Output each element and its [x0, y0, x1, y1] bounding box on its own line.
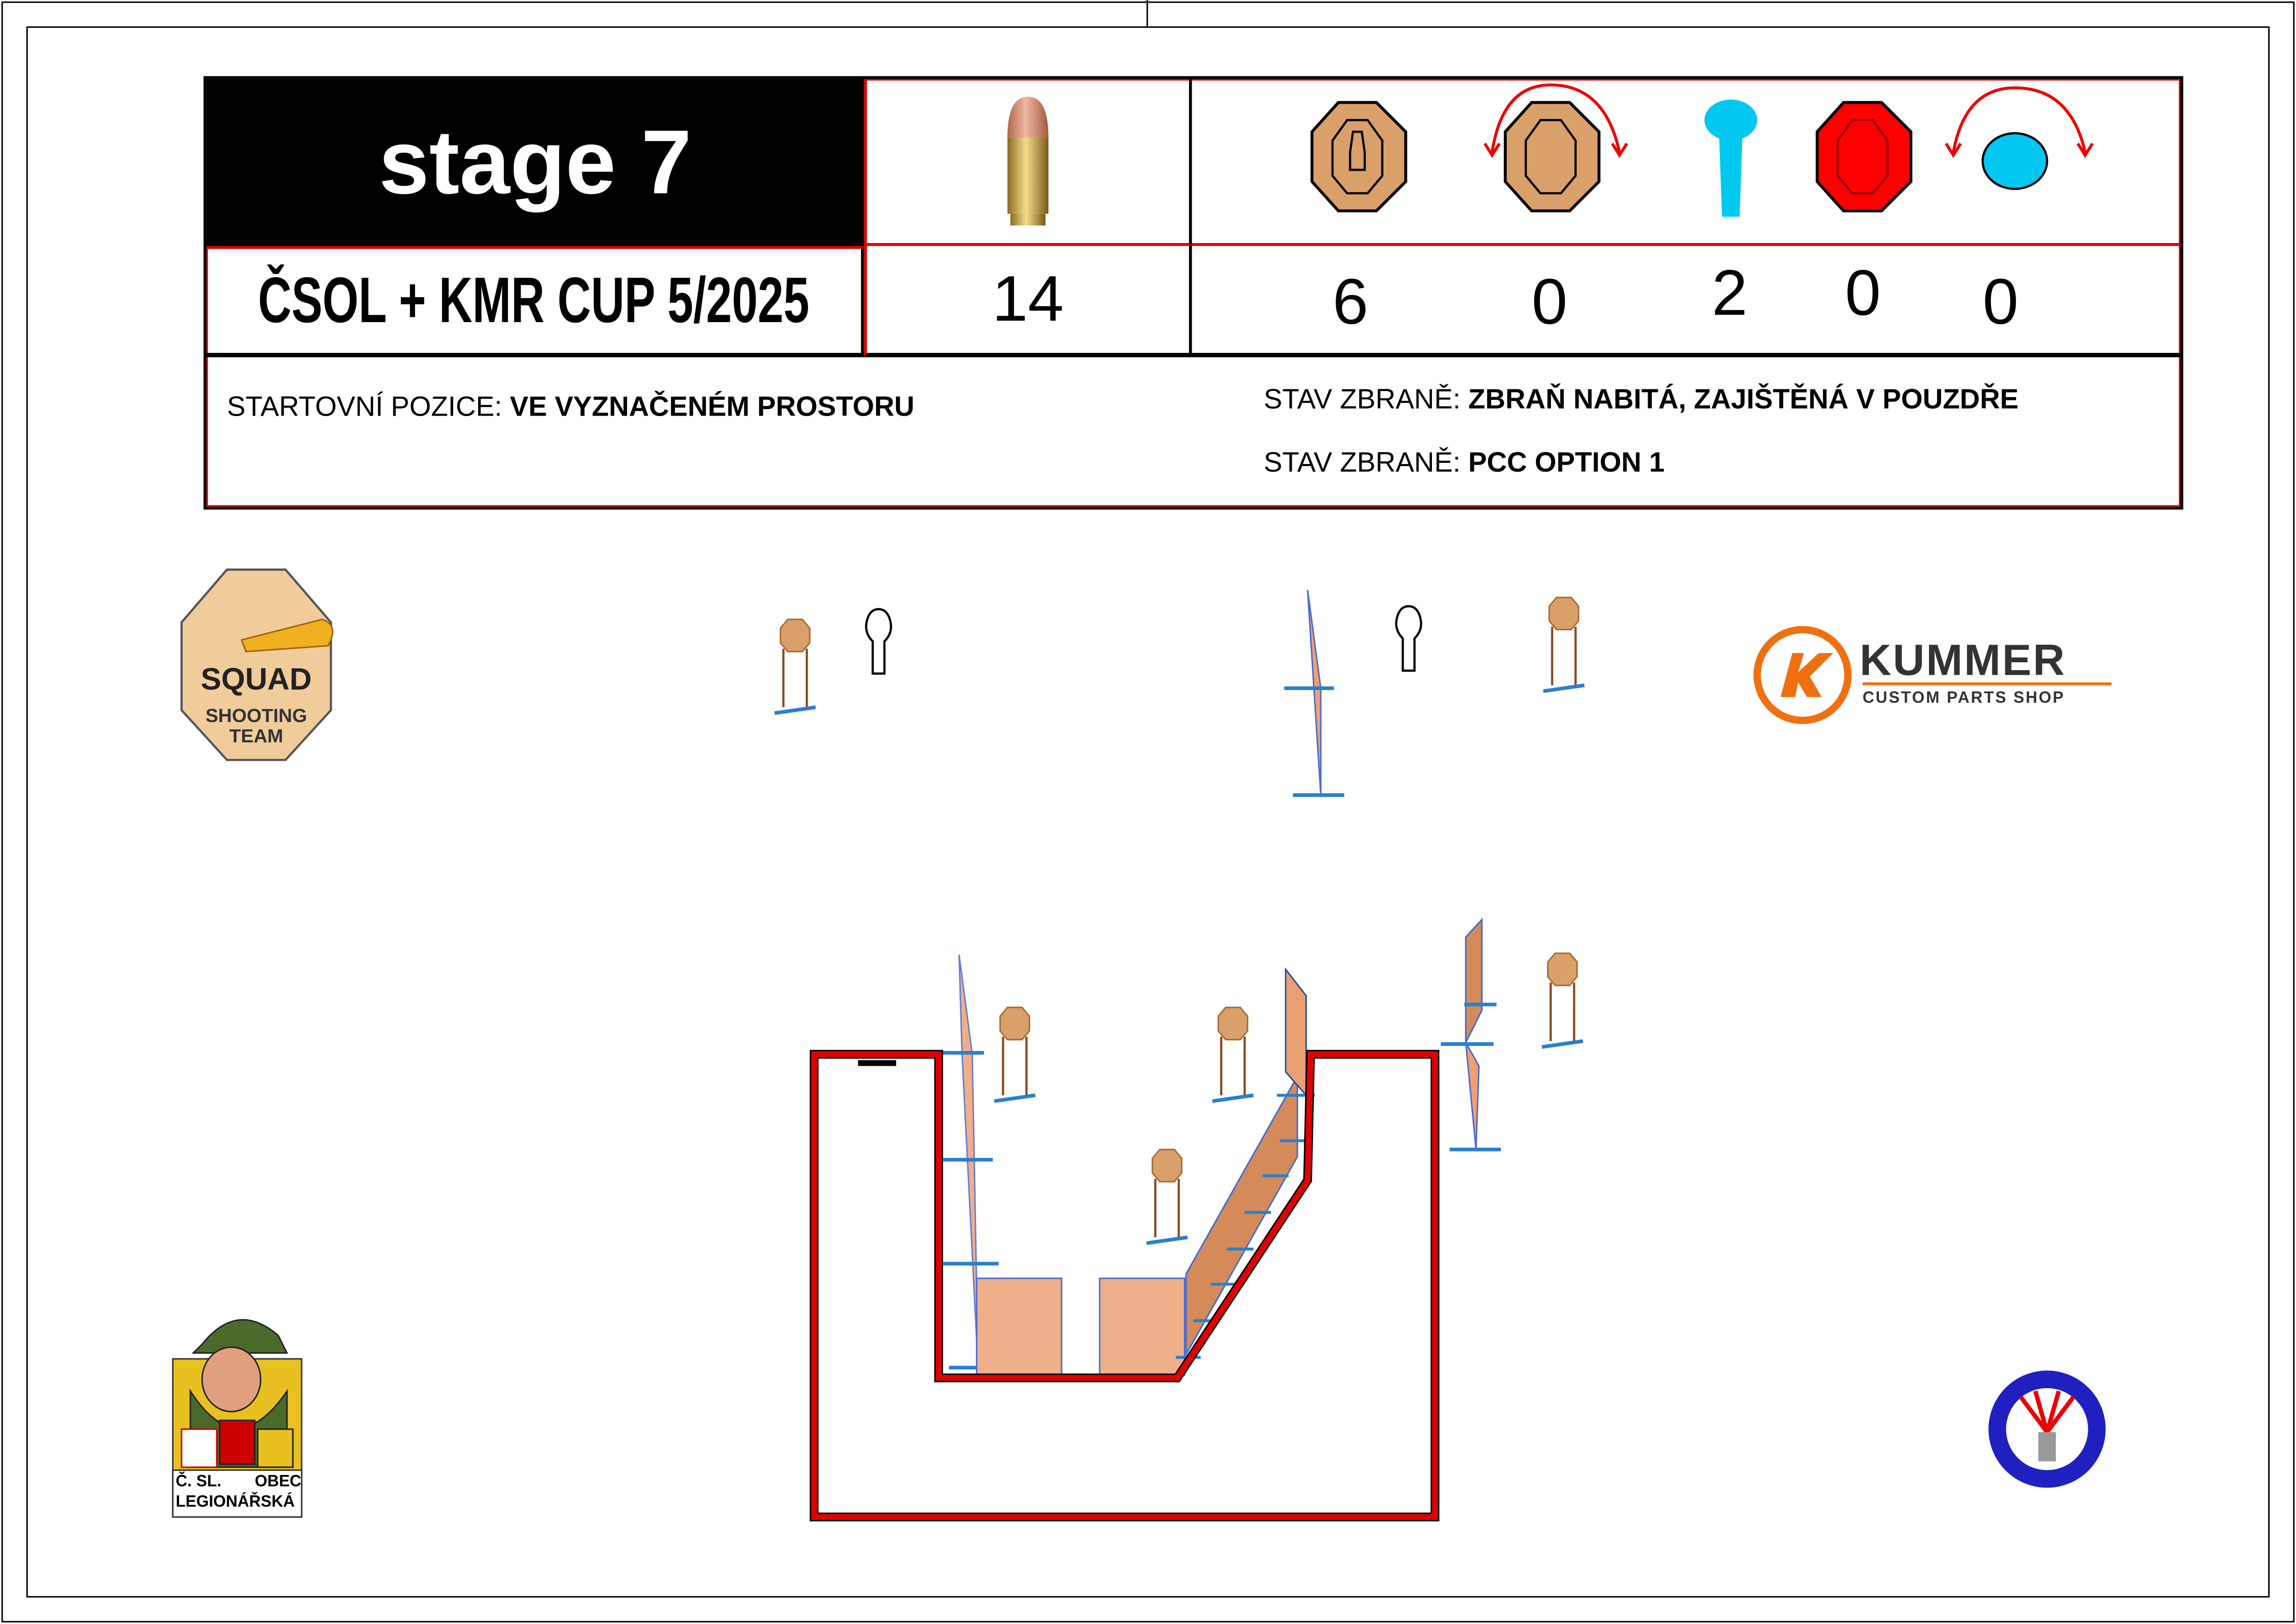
- kummer-divider: [1862, 682, 2112, 685]
- csol-line1: Č. SL.: [175, 1473, 222, 1491]
- count-popper: 2: [1711, 257, 1748, 330]
- moving-plate-icon: [1945, 86, 2094, 190]
- target-counts: 6 0 2 0 0: [1192, 246, 2181, 357]
- round-count: 14: [864, 246, 1192, 357]
- paper-target-T2: [1543, 597, 1585, 691]
- weapon-state-pcc-value: PCC OPTION 1: [1468, 448, 1665, 479]
- squad-logo-line3: TEAM: [229, 725, 283, 747]
- count-no-shoot: 0: [1845, 257, 1881, 330]
- start-position-label: STARTOVNÍ POZICE:: [227, 392, 502, 423]
- stage-title: stage 7: [206, 79, 864, 246]
- target-types-cell: [1192, 79, 2181, 246]
- squad-logo: SQUAD SHOOTING TEAM: [176, 566, 337, 764]
- popper-icon: [1704, 100, 1757, 217]
- weapon-state-pcc: STAV ZBRANĚ: PCC OPTION 1: [1263, 448, 1664, 480]
- competition-name-text: ČSOL + KMR CUP 5/2025: [258, 264, 809, 336]
- kummer-tagline: CUSTOM PARTS SHOP: [1862, 690, 2065, 708]
- weapon-state-label: STAV ZBRANĚ:: [1263, 385, 1461, 416]
- paper-target-T5: [1146, 1150, 1188, 1243]
- squad-logo-line2: SHOOTING: [205, 704, 307, 727]
- shooting-area-boundary: [809, 1050, 1440, 1522]
- stage-header-table: stage 7: [203, 76, 2184, 510]
- count-moving-plate: 0: [1982, 266, 2019, 338]
- ammo-cell: [864, 79, 1192, 246]
- club-seal-logo: [1988, 1370, 2106, 1488]
- competition-name: ČSOL + KMR CUP 5/2025: [206, 246, 864, 357]
- squad-logo-title: SQUAD: [200, 663, 312, 697]
- paper-target-T4: [1213, 1008, 1254, 1101]
- count-moving-paper: 0: [1531, 266, 1568, 338]
- weapon-state: STAV ZBRANĚ: ZBRAŇ NABITÁ, ZAJIŠTĚNÁ V P…: [1263, 385, 2018, 417]
- paper-target-icon: [1310, 101, 1407, 212]
- weapon-state-pcc-label: STAV ZBRANĚ:: [1263, 448, 1461, 479]
- kummer-logo: KUMMER CUSTOM PARTS SHOP: [1751, 622, 2117, 728]
- legionnaire-emblem: [172, 1319, 303, 1518]
- start-position-value: VE VYZNAČENÉM PROSTORU: [510, 392, 915, 423]
- kummer-k-icon: [1753, 626, 1852, 724]
- csol-logo: Č. SL. OBEC LEGIONÁŘSKÁ: [170, 1303, 305, 1520]
- barrel-boxes: [976, 1277, 1186, 1376]
- csol-line2: OBEC: [255, 1473, 302, 1491]
- kummer-name: KUMMER: [1860, 637, 2066, 685]
- start-position: STARTOVNÍ POZICE: VE VYZNAČENÉM PROSTORU: [227, 392, 914, 425]
- paper-target-T3: [994, 1008, 1035, 1101]
- bullet-icon: [1007, 96, 1049, 226]
- fold-line: [1146, 0, 1148, 26]
- squad-logo-shape: [180, 568, 334, 761]
- start-position-marker: [858, 1060, 896, 1066]
- csol-line3: LEGIONÁŘSKÁ: [175, 1493, 295, 1512]
- no-shoot-target-icon: [1816, 101, 1913, 212]
- count-paper: 6: [1332, 266, 1369, 338]
- target-icons: [1310, 83, 2094, 217]
- wall-top-right: [1284, 590, 1344, 797]
- popper-P2: [1396, 606, 1421, 671]
- inner-border: [26, 26, 2270, 1598]
- weapon-state-value: ZBRAŇ NABITÁ, ZAJIŠTĚNÁ V POUZDŘE: [1468, 385, 2019, 416]
- moving-paper-target-icon: [1483, 83, 1628, 212]
- popper-P1: [866, 609, 891, 673]
- paper-target-T6: [1542, 953, 1583, 1047]
- wall-right: [1441, 917, 1501, 1151]
- paper-target-T1: [775, 619, 816, 713]
